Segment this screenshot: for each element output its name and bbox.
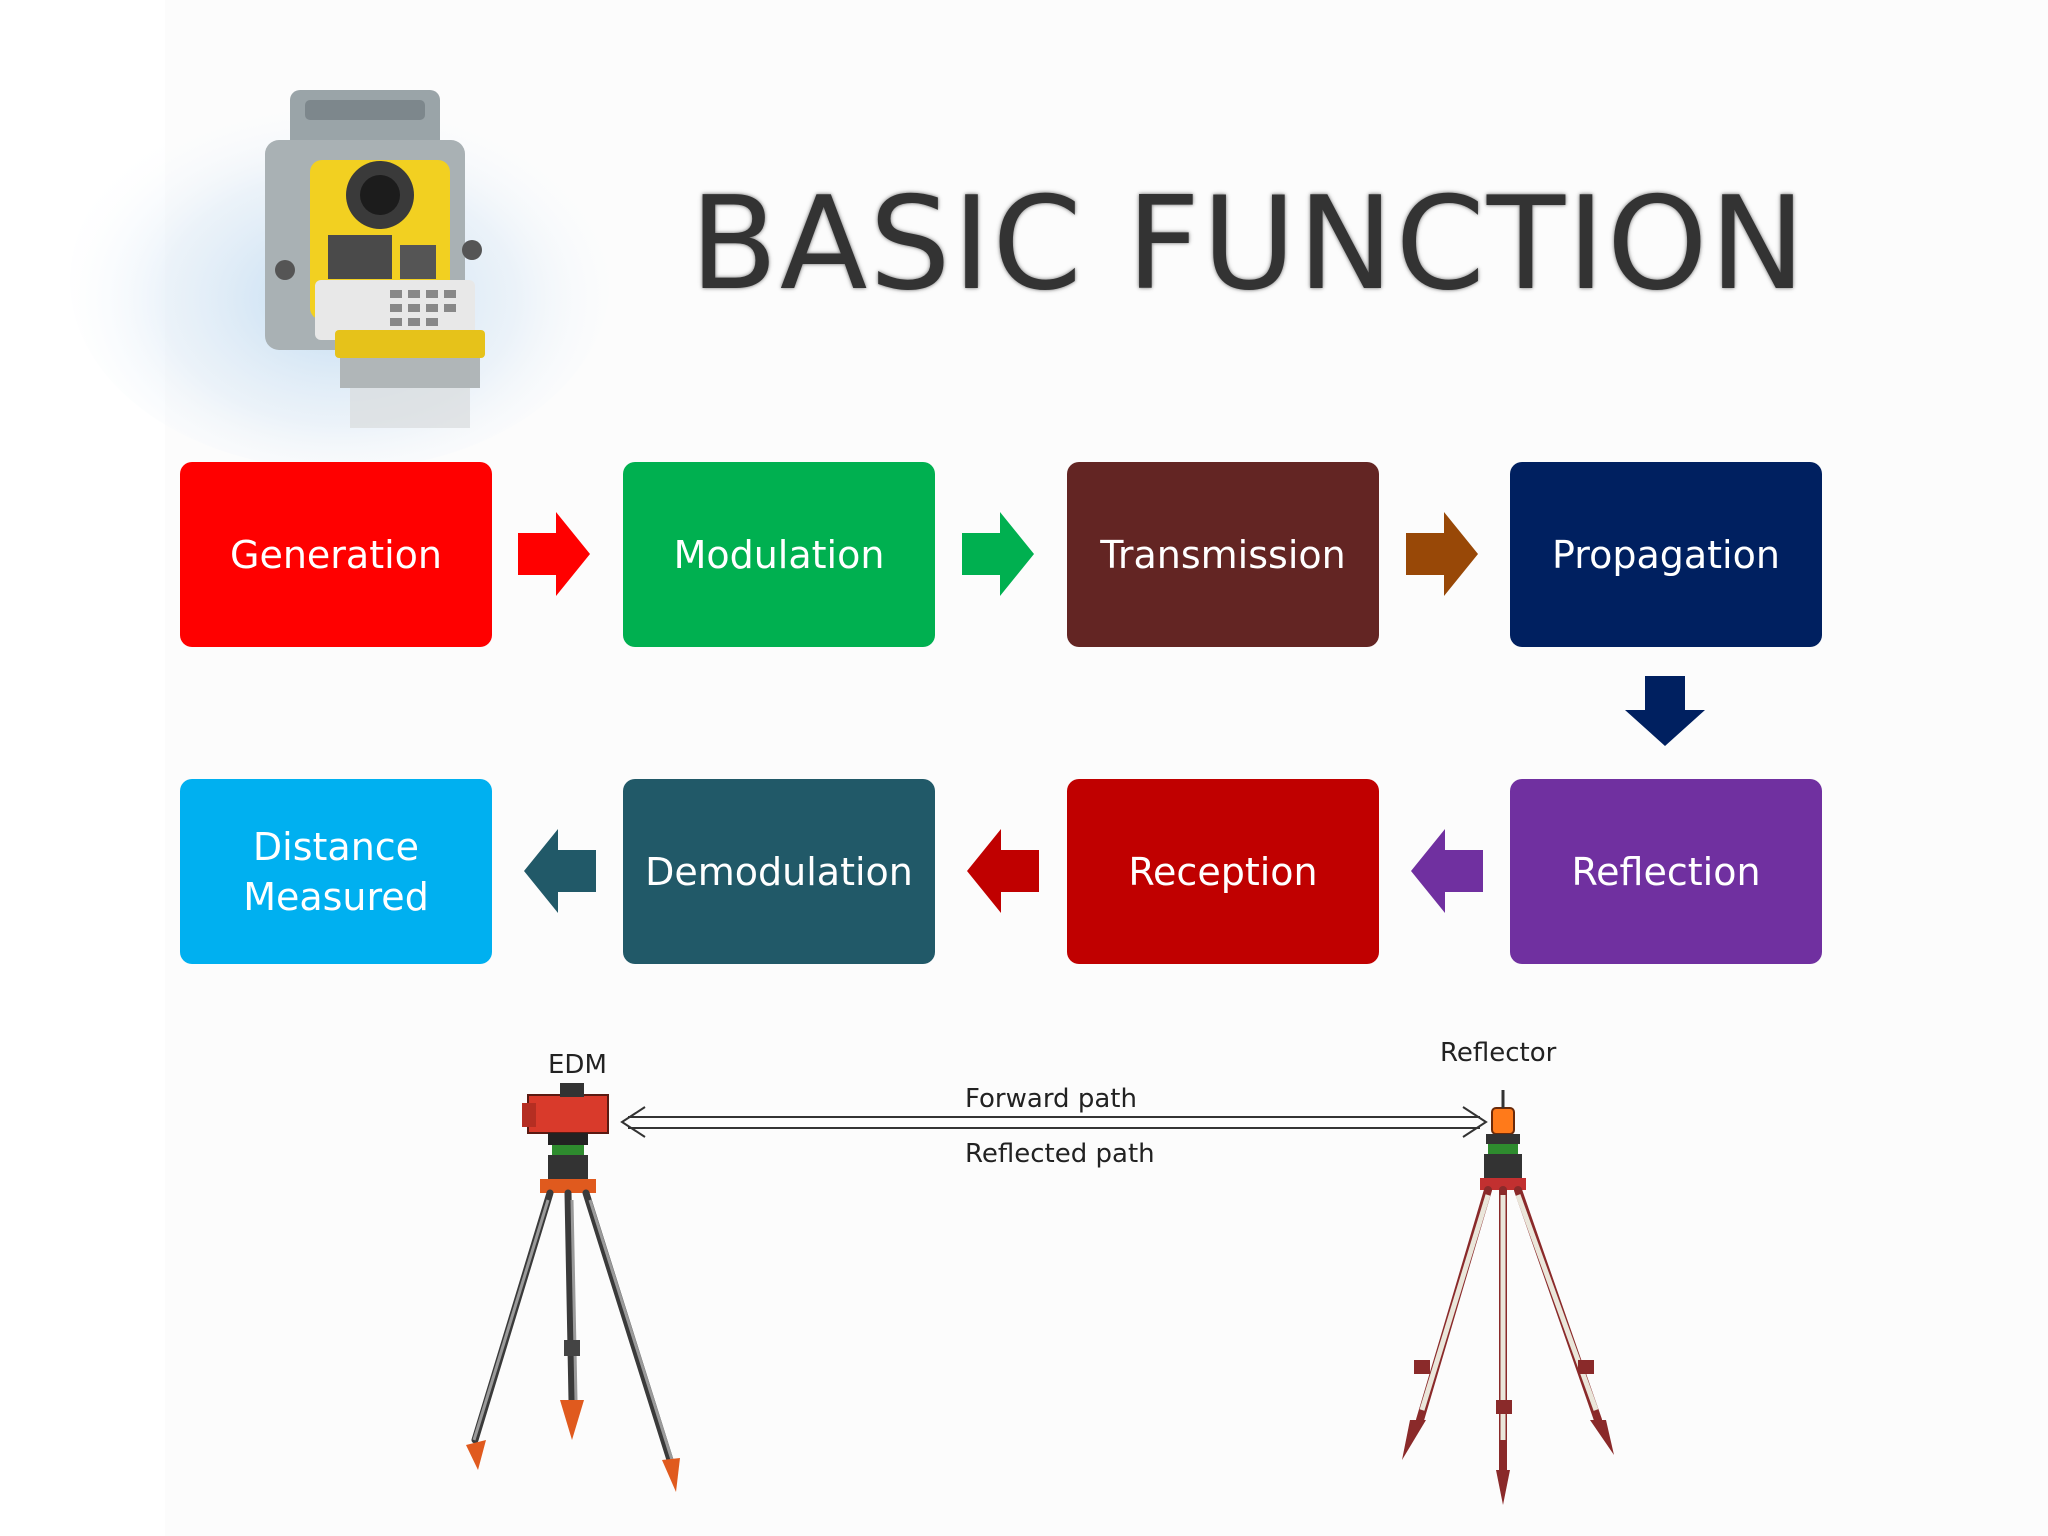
step-propagation: Propagation — [1510, 462, 1822, 647]
reflector-label: Reflector — [1440, 1038, 1557, 1068]
arrow-down-icon — [1625, 676, 1705, 746]
step-label: Transmission — [1100, 532, 1346, 577]
tripod-edm-icon — [466, 1083, 680, 1492]
arrow-left-icon — [524, 829, 596, 913]
step-generation: Generation — [180, 462, 492, 647]
step-reception: Reception — [1067, 779, 1379, 964]
arrow-right-icon — [518, 512, 590, 596]
step-label: Demodulation — [645, 849, 913, 894]
step-distance-measured: Distance Measured — [180, 779, 492, 964]
page-title: BASIC FUNCTION — [690, 170, 1808, 319]
arrow-right-icon — [962, 512, 1034, 596]
step-label: Propagation — [1552, 532, 1780, 577]
step-label: Distance Measured — [243, 824, 429, 919]
edm-label: EDM — [548, 1050, 607, 1080]
step-reflection: Reflection — [1510, 779, 1822, 964]
reflected-path-label: Reflected path — [965, 1139, 1155, 1169]
step-demodulation: Demodulation — [623, 779, 935, 964]
step-label: Reception — [1128, 849, 1318, 894]
step-modulation: Modulation — [623, 462, 935, 647]
step-transmission: Transmission — [1067, 462, 1379, 647]
arrow-left-icon — [1411, 829, 1483, 913]
arrow-left-icon — [967, 829, 1039, 913]
step-label: Reflection — [1571, 849, 1761, 894]
forward-reflected-path-arrow — [620, 1106, 1488, 1138]
tripod-reflector-icon — [1402, 1090, 1614, 1505]
forward-path-label: Forward path — [965, 1084, 1137, 1114]
total-station-icon — [70, 90, 610, 470]
step-label: Modulation — [673, 532, 885, 577]
step-label: Generation — [230, 532, 442, 577]
arrow-right-icon — [1406, 512, 1478, 596]
